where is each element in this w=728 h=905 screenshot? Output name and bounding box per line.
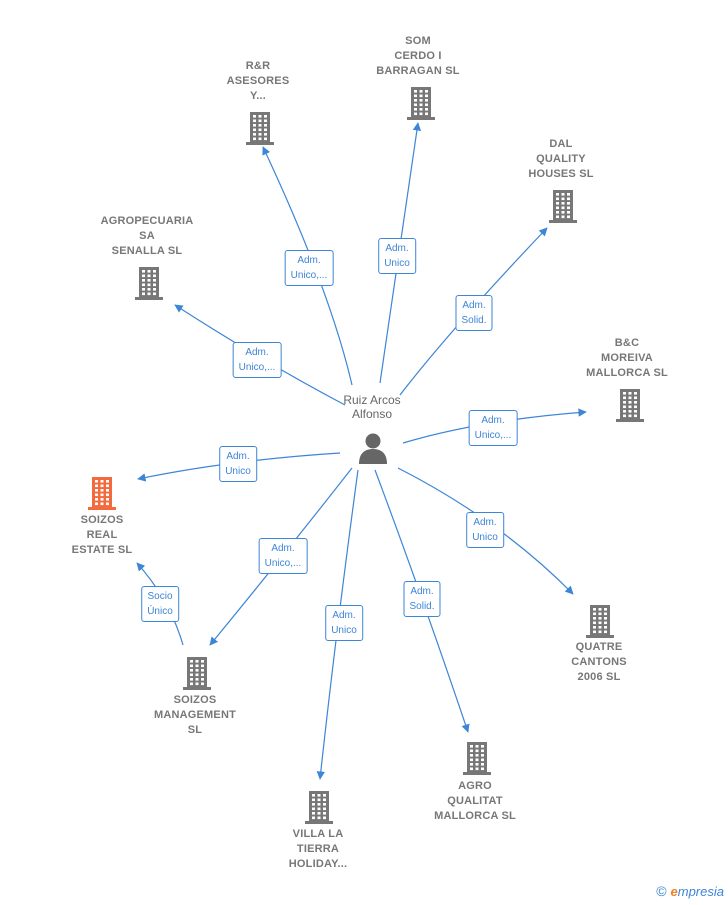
relation-label-som[interactable]: Adm. Unico xyxy=(378,238,416,274)
company-node-soizos_real[interactable] xyxy=(85,475,119,511)
company-node-agropecuaria[interactable] xyxy=(132,265,166,301)
building-icon[interactable] xyxy=(613,387,647,423)
relation-label-bc[interactable]: Adm. Unico,... xyxy=(468,410,518,446)
person-name[interactable]: Ruiz Arcos Alfonso xyxy=(343,393,401,421)
company-label-villa[interactable]: VILLA LA TIERRA HOLIDAY... xyxy=(288,828,348,870)
company-node-soizos_mgmt[interactable] xyxy=(180,655,214,691)
building-icon[interactable] xyxy=(132,265,166,301)
building-icon[interactable] xyxy=(243,110,277,146)
building-icon[interactable] xyxy=(404,85,438,121)
company-node-bc[interactable] xyxy=(613,387,647,423)
building-icon[interactable] xyxy=(85,475,119,511)
company-node-rr[interactable] xyxy=(243,110,277,146)
company-node-dal[interactable] xyxy=(546,188,580,224)
relation-label-rr[interactable]: Adm. Unico,... xyxy=(284,250,334,286)
company-label-dal[interactable]: DAL QUALITY HOUSES SL xyxy=(528,138,594,180)
company-label-agro[interactable]: AGRO QUALITAT MALLORCA SL xyxy=(434,780,516,822)
building-icon[interactable] xyxy=(583,603,617,639)
company-label-bc[interactable]: B&C MOREIVA MALLORCA SL xyxy=(586,337,668,379)
company-node-agro[interactable] xyxy=(460,740,494,776)
building-icon[interactable] xyxy=(180,655,214,691)
relation-label-soizos_mgmt_to_soizos_real[interactable]: Socio Único xyxy=(141,586,179,622)
person-icon[interactable] xyxy=(358,432,388,464)
building-icon[interactable] xyxy=(546,188,580,224)
brand-logo: ©empresia xyxy=(656,883,724,899)
relation-label-dal[interactable]: Adm. Solid. xyxy=(455,295,493,331)
relation-label-soizos_mgmt[interactable]: Adm. Unico,... xyxy=(258,538,308,574)
company-label-agropecuaria[interactable]: AGROPECUARIA SA SENALLA SL xyxy=(100,215,194,257)
building-icon[interactable] xyxy=(302,789,336,825)
company-node-quatre[interactable] xyxy=(583,603,617,639)
relation-label-agropecuaria[interactable]: Adm. Unico,... xyxy=(232,342,282,378)
company-label-soizos_real[interactable]: SOIZOS REAL ESTATE SL xyxy=(71,514,133,556)
relation-label-agro[interactable]: Adm. Solid. xyxy=(403,581,441,617)
company-label-quatre[interactable]: QUATRE CANTONS 2006 SL xyxy=(571,641,627,683)
company-label-soizos_mgmt[interactable]: SOIZOS MANAGEMENT SL xyxy=(153,694,237,736)
relation-label-villa[interactable]: Adm. Unico xyxy=(325,605,363,641)
company-node-villa[interactable] xyxy=(302,789,336,825)
building-icon[interactable] xyxy=(460,740,494,776)
relation-label-quatre[interactable]: Adm. Unico xyxy=(466,512,504,548)
relation-label-soizos_real[interactable]: Adm. Unico xyxy=(219,446,257,482)
company-node-som[interactable] xyxy=(404,85,438,121)
company-label-som[interactable]: SOM CERDO I BARRAGAN SL xyxy=(376,35,460,77)
company-label-rr[interactable]: R&R ASESORES Y... xyxy=(226,60,290,102)
